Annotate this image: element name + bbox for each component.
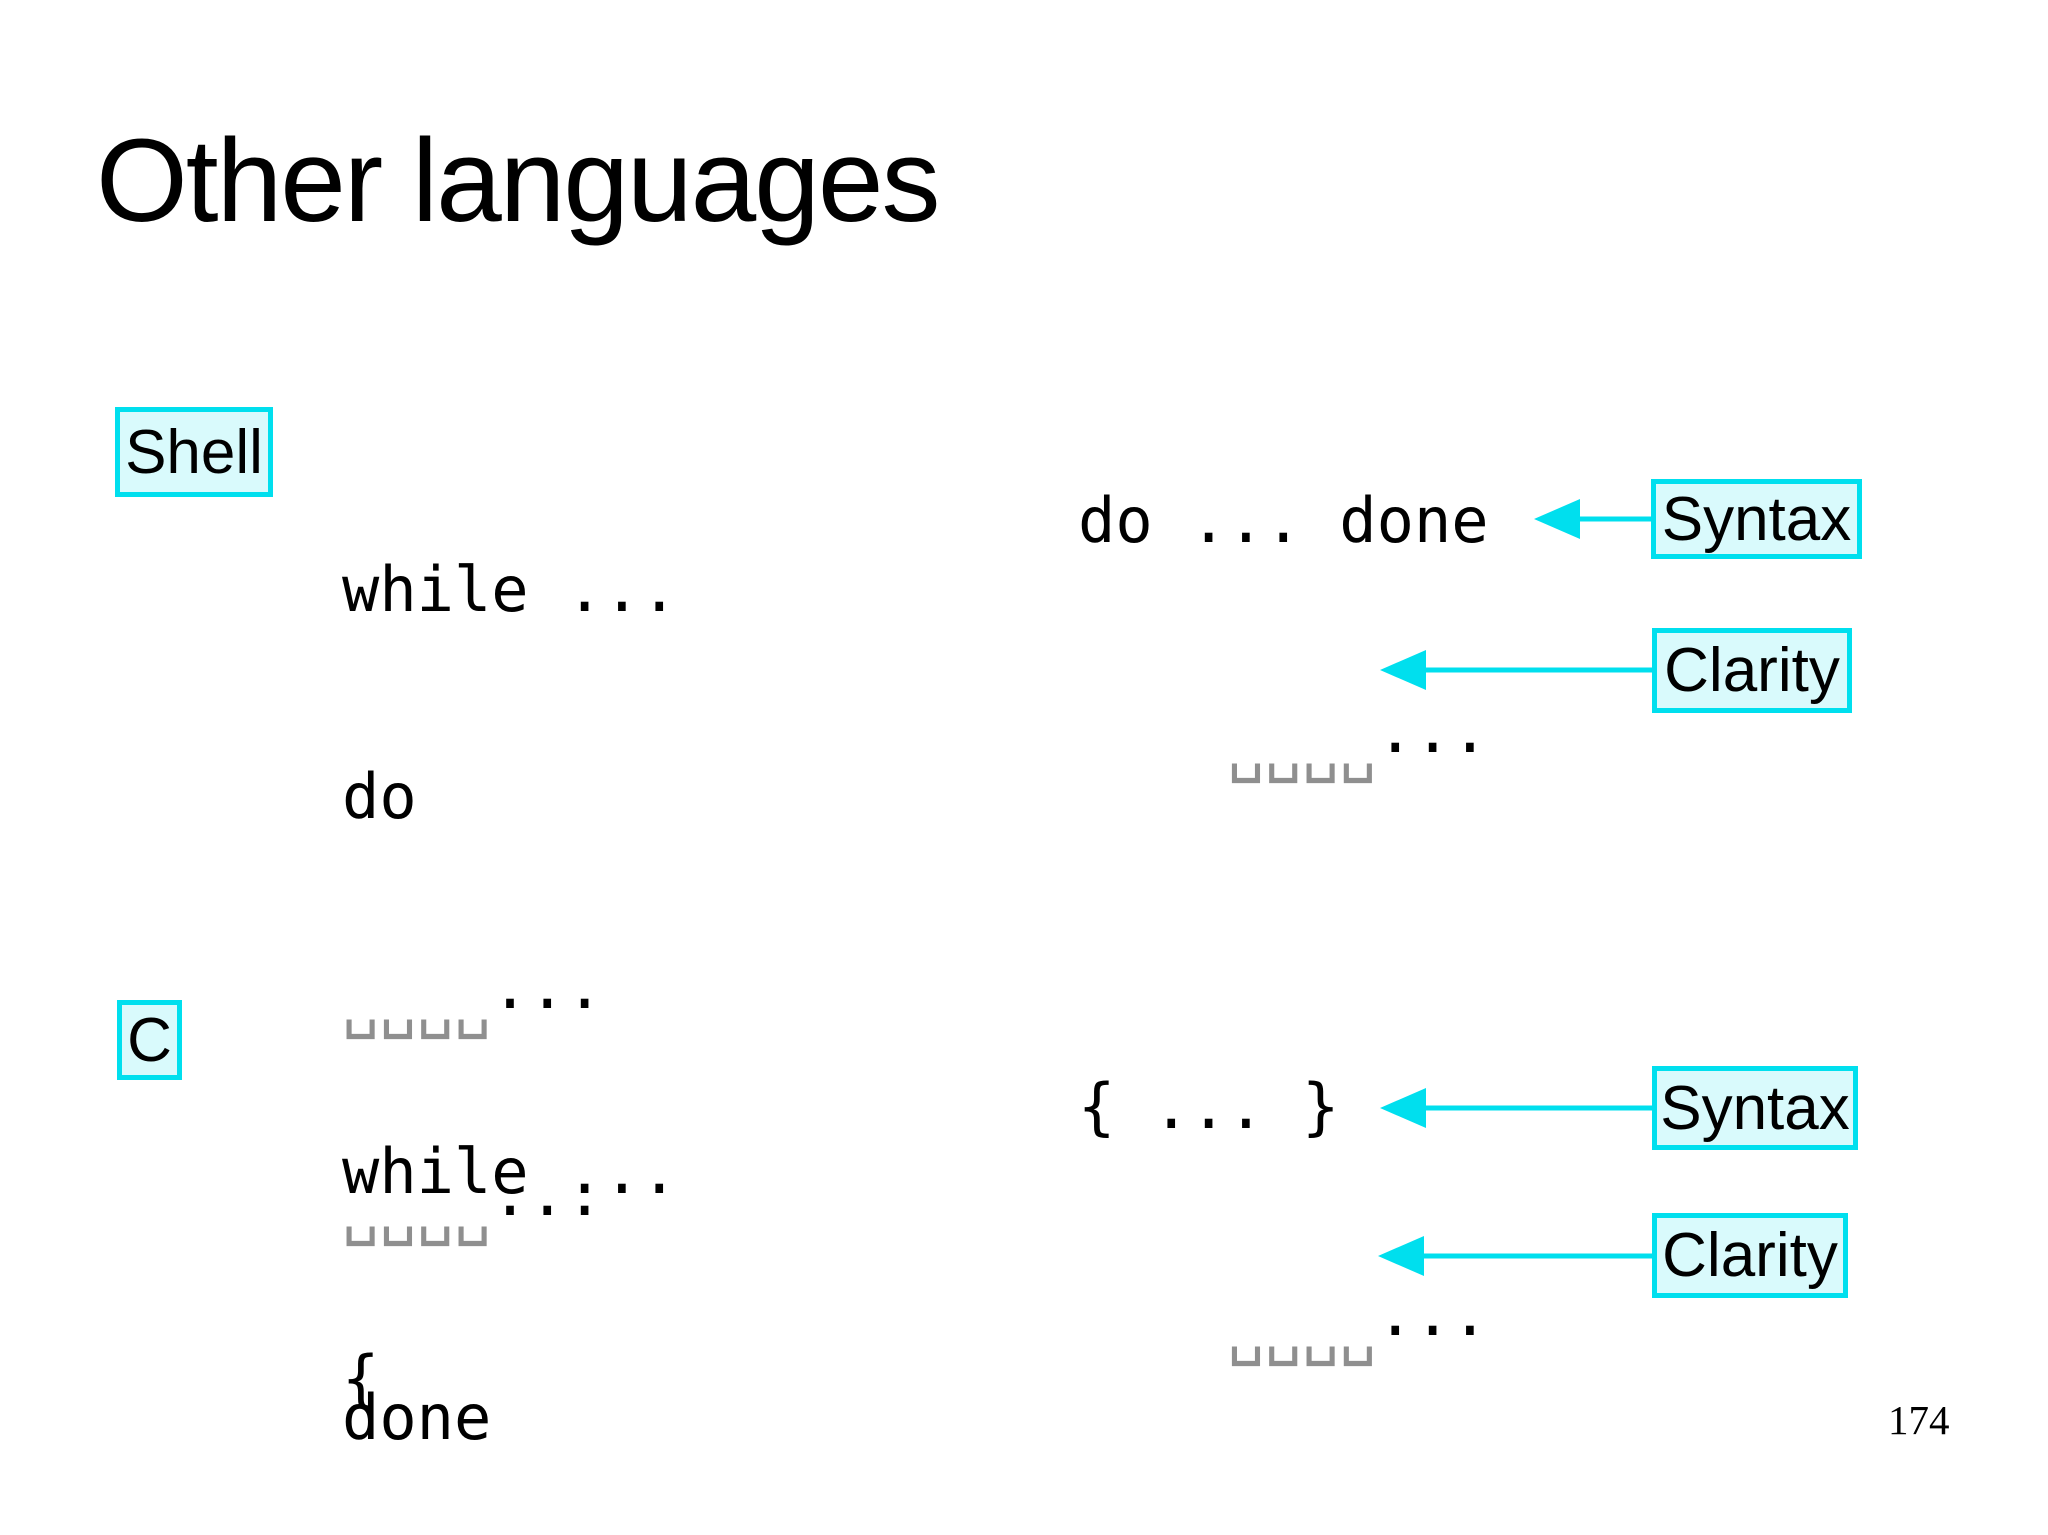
c-label: C xyxy=(127,1005,172,1075)
space-symbols: ␣␣␣␣ xyxy=(342,1174,492,1247)
code-line: ␣␣␣␣··· xyxy=(342,1174,604,1247)
shell-clarity-snippet: ␣␣␣␣··· xyxy=(1227,711,1489,784)
code-line: while ... xyxy=(342,553,678,626)
shell-label-box: Shell xyxy=(115,407,273,497)
space-symbols: ␣␣␣␣ xyxy=(1227,1294,1377,1367)
c-label-box: C xyxy=(117,1000,182,1080)
code-line: done xyxy=(342,1381,492,1454)
shell-syntax-label: Syntax xyxy=(1661,484,1852,554)
code-line: do xyxy=(342,760,417,833)
space-symbols: ␣␣␣␣ xyxy=(1227,711,1377,784)
shell-clarity-box: Clarity xyxy=(1652,628,1852,713)
c-clarity-box: Clarity xyxy=(1652,1213,1848,1298)
c-syntax-box: Syntax xyxy=(1652,1066,1858,1150)
shell-label: Shell xyxy=(125,417,263,487)
c-syntax-label: Syntax xyxy=(1660,1073,1850,1143)
page-number: 174 xyxy=(1888,1397,1950,1443)
slide-title: Other languages xyxy=(96,115,940,247)
c-clarity-snippet: ␣␣␣␣··· xyxy=(1227,1294,1489,1367)
shell-clarity-label: Clarity xyxy=(1664,636,1840,705)
code-line: { xyxy=(342,1342,380,1415)
c-clarity-label: Clarity xyxy=(1662,1221,1838,1290)
c-syntax-arrow xyxy=(1380,1088,1652,1128)
space-symbols: ␣␣␣␣ xyxy=(342,967,492,1040)
code-line: ␣␣␣␣··· xyxy=(342,967,604,1040)
c-code-block: while ... { ␣␣␣␣··· ␣␣␣␣··· } xyxy=(342,999,678,1535)
shell-syntax-snippet: do ... done xyxy=(1078,484,1489,557)
shell-code-block: while ... do ␣␣␣␣··· ␣␣␣␣··· done xyxy=(342,417,678,1535)
shell-syntax-arrow xyxy=(1534,499,1651,539)
shell-syntax-box: Syntax xyxy=(1651,479,1862,559)
code-line: while ... xyxy=(342,1135,678,1208)
c-syntax-snippet: { ... } xyxy=(1078,1070,1340,1143)
